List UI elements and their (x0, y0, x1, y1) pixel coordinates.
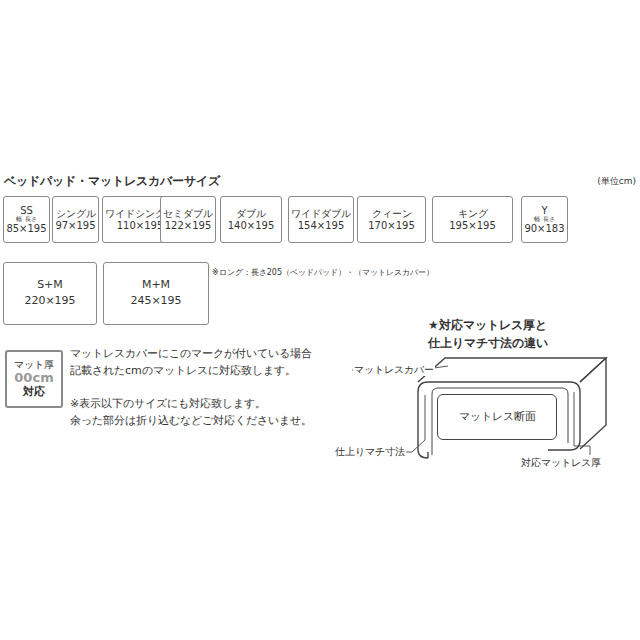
note-text: 余った部分は折り込むなどご対応くださいませ。 (70, 414, 312, 427)
box-text: 195×195 (449, 220, 496, 232)
note-text: ※表示以下のサイズにも対応致します。 (70, 397, 266, 410)
note-text: マットレスカバーにこのマークが付いている場合 (70, 347, 312, 360)
box-text: 170×195 (368, 220, 415, 232)
size-box: ダブル140×195 (220, 196, 282, 243)
box-text: シングル (56, 208, 96, 220)
size-box: S+M 220×195 (3, 262, 97, 325)
part-label: 仕上りマチ寸法 (334, 446, 406, 458)
box-text: 長さ (25, 216, 37, 223)
thickness-mark: マット厚00cm対応 (5, 350, 63, 408)
size-box: シングル97×195 (52, 196, 99, 243)
box-text: 220×195 (24, 295, 75, 308)
box-text: ダブル (236, 208, 266, 220)
cover-inner (432, 388, 568, 455)
box-text: M+M (142, 279, 170, 292)
size-box: Y幅長さ90×183 (521, 196, 568, 243)
unit-note: (単位cm) (597, 176, 636, 187)
box-text: 対応 (23, 386, 45, 399)
box-text: マットレス断面 (459, 411, 536, 424)
box-text: Y (541, 205, 547, 217)
note-text: ※ロング：長さ205（ベッドパッド）・（マットレスカバー） (212, 268, 434, 278)
box-text: 幅 (534, 216, 540, 223)
box-text: 00cm (14, 371, 53, 386)
size-box: セミダブル122×195 (160, 196, 216, 243)
size-box: M+M 245×195 (103, 262, 209, 325)
cover-top (418, 358, 606, 382)
box-text: 85×195 (6, 223, 46, 235)
cover-edge (418, 392, 428, 458)
note-text: 仕上りマチ寸法の違い (428, 336, 548, 350)
box-text: 122×195 (165, 220, 212, 232)
box-text: 幅 (16, 216, 22, 223)
box-text: マット厚 (14, 359, 54, 371)
box-text: 110×195 (117, 220, 164, 232)
part-label: マットレスカバー (353, 364, 435, 376)
dimension-bracket (425, 395, 426, 440)
part-label: 対応マットレス厚 (520, 457, 602, 469)
box-text: 長さ (543, 216, 555, 223)
size-box: クィーン170×195 (357, 196, 426, 243)
box-text: 90×183 (524, 223, 564, 235)
note-text: 記載されたcmのマットレスに対応致します。 (70, 364, 296, 377)
size-box: SS幅長さ85×195 (3, 196, 50, 243)
cover-section (418, 382, 580, 458)
box-text: キング (458, 208, 488, 220)
size-box: ワイドダブル154×195 (288, 196, 354, 243)
chart-title: ベッドパッド・マットレスカバーサイズ (4, 174, 220, 188)
cover-side (580, 358, 606, 449)
note-text: ★対応マットレス厚と (428, 318, 547, 332)
mattress-section: マットレス断面 (437, 394, 557, 440)
box-text: 154×195 (298, 220, 345, 232)
box-text: クィーン (372, 208, 412, 220)
box-text: セミダブル (163, 208, 213, 220)
box-text: ワイドダブル (291, 208, 351, 220)
dimension-bracket (574, 392, 590, 455)
box-text: 245×195 (130, 295, 181, 308)
box-text: S+M (37, 279, 63, 292)
size-box: キング195×195 (432, 196, 513, 243)
box-text: SS (20, 205, 33, 217)
box-text: 140×195 (228, 220, 275, 232)
box-text: 97×195 (55, 220, 95, 232)
